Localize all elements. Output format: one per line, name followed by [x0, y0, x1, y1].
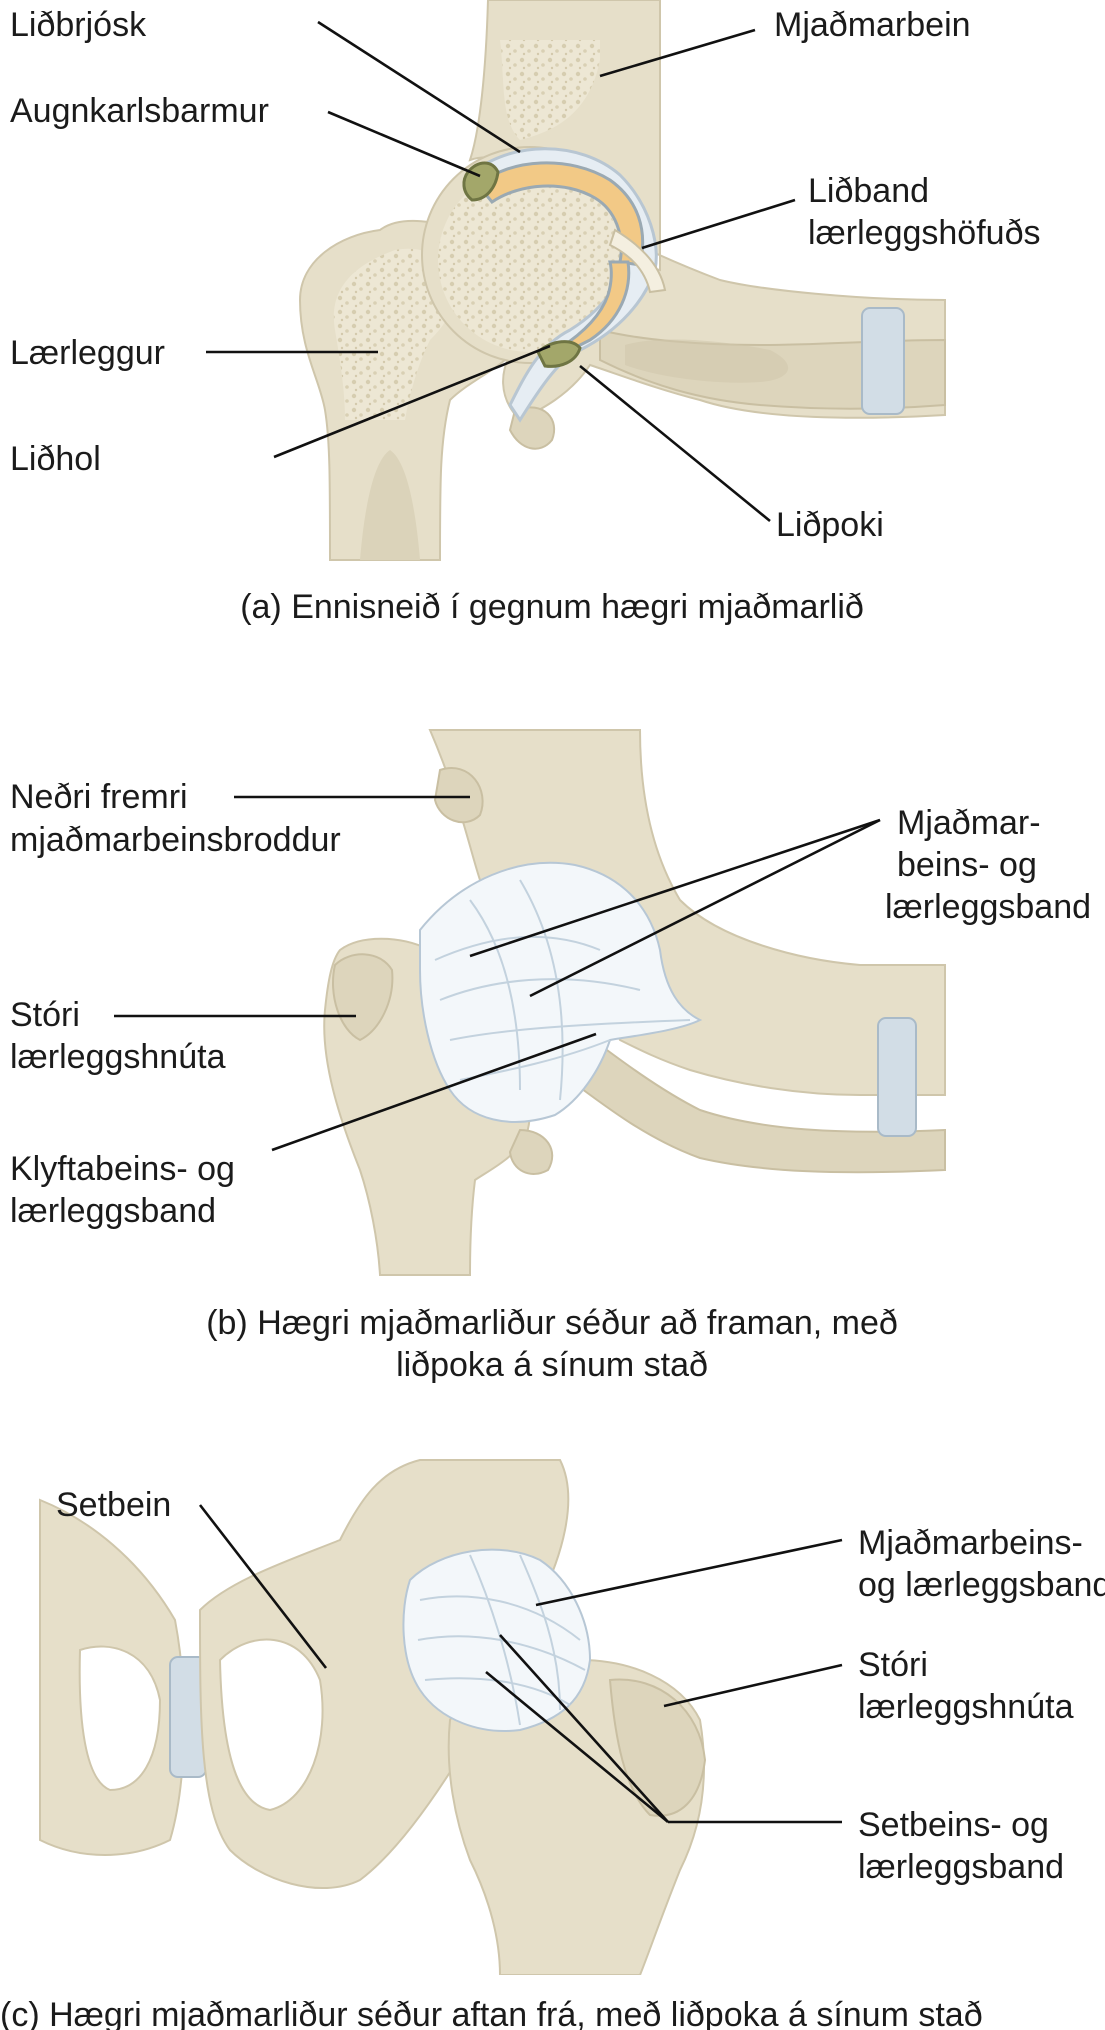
panel-b-labels: Neðri fremri mjaðmarbeinsbroddur Mjaðmar… — [10, 778, 1091, 1230]
caption-a: (a) Ennisneið í gegnum hægri mjaðmarlið — [240, 588, 864, 626]
leader-lidbrjosk — [317, 20, 521, 154]
right-foramen-c — [218, 1638, 324, 1812]
panel-a-leaders — [206, 20, 796, 523]
lig-fiber-b3 — [449, 1019, 691, 1041]
panel-b-illustration — [323, 729, 946, 1276]
label-laerleggur: Lærleggur — [10, 334, 165, 372]
label-nedri-line2: mjaðmarbeinsbroddur — [10, 821, 341, 859]
lesser-trochanter-b — [508, 1128, 554, 1175]
femoral-head-spongy — [438, 168, 622, 352]
label-stori-c-line1: Stóri — [858, 1646, 928, 1684]
label-stori-b-line2: lærleggshnúta — [10, 1038, 226, 1076]
aiis-bump — [433, 767, 484, 824]
lig-fiber-b6 — [519, 879, 564, 1101]
label-augnkarlsbarmur: Augnkarlsbarmur — [10, 92, 269, 130]
panel-c-illustration — [39, 1459, 707, 1975]
femur-spongy — [333, 248, 457, 420]
label-mjadmarbein: Mjaðmarbein — [774, 6, 971, 44]
label-setbeins-c-line2: lærleggsband — [858, 1848, 1064, 1886]
label-setbeins-c-line1: Setbeins- og — [858, 1806, 1049, 1844]
label-lidhol: Liðhol — [10, 440, 101, 478]
left-foramen-c — [78, 1645, 162, 1792]
lig-fiber-c5 — [519, 1554, 561, 1711]
pubic-symphysis — [861, 307, 905, 415]
greater-trochanter-b — [331, 953, 394, 1042]
label-lidband-line2: lærleggshöfuðs — [808, 214, 1040, 252]
pubic-ramus-b — [568, 1028, 946, 1174]
label-mjadmar-c-line1: Mjaðmarbeins- — [858, 1524, 1083, 1562]
lig-fiber-b1 — [434, 935, 601, 961]
leader-lidpoki — [579, 364, 771, 523]
label-lidpoki: Liðpoki — [776, 506, 884, 544]
leader-mjadmar-c — [535, 1538, 843, 1607]
leader-setbeins-c-1 — [499, 1634, 669, 1823]
panel-c-leaders — [198, 1504, 843, 1824]
leader-lidhol — [273, 344, 551, 459]
leader-setbein — [198, 1504, 328, 1669]
leader-mjadmar-b-2 — [529, 818, 881, 998]
obturator-opening — [625, 339, 789, 383]
leader-klyfta — [271, 1032, 597, 1152]
panel-b-leaders — [114, 795, 881, 1152]
label-klyfta-line2: lærleggsband — [10, 1192, 216, 1230]
label-lidbrjosk: Liðbrjósk — [10, 6, 147, 44]
leader-stori-c — [663, 1663, 843, 1708]
ligament-mass-b — [419, 861, 703, 1123]
panel-a-labels: Liðbrjósk Mjaðmarbein Augnkarlsbarmur Li… — [10, 6, 1040, 544]
lig-fiber-b2 — [439, 978, 641, 1001]
leader-lidband — [641, 198, 796, 250]
caption-b-line1: (b) Hægri mjaðmarliður séður að framan, … — [206, 1304, 898, 1342]
label-stori-c-line2: lærleggshnúta — [858, 1688, 1074, 1726]
lig-fiber-c4 — [469, 1554, 521, 1726]
label-setbein: Setbein — [56, 1486, 171, 1524]
label-nedri-line1: Neðri fremri — [10, 778, 188, 816]
leader-augnkarlsbarmur — [327, 110, 481, 178]
panel-c-labels: Setbein Mjaðmarbeins- og lærleggsband St… — [56, 1486, 1105, 1886]
label-stori-b-line1: Stóri — [10, 996, 80, 1034]
panel-a: Liðbrjósk Mjaðmarbein Augnkarlsbarmur Li… — [10, 0, 1040, 626]
leader-mjadmarbein — [599, 28, 756, 78]
lig-fiber-b5 — [469, 899, 521, 1091]
greater-trochanter-c — [608, 1678, 707, 1817]
caption-b-line2: liðpoka á sínum stað — [396, 1346, 708, 1384]
leader-setbeins-c-2 — [485, 1670, 669, 1824]
label-mjadmar-c-line2: og lærleggsband — [858, 1566, 1105, 1604]
medullary-canal — [360, 450, 420, 560]
panel-a-illustration — [298, 0, 946, 561]
label-mjadmar-b-line2: beins- og — [897, 846, 1037, 884]
panel-b: Neðri fremri mjaðmarbeinsbroddur Mjaðmar… — [10, 729, 1091, 1384]
panel-c: Setbein Mjaðmarbeins- og lærleggsband St… — [39, 1459, 1105, 1975]
head-ligament-shape — [608, 228, 667, 294]
pubic-symphysis-b — [877, 1017, 917, 1137]
caption-c: (c) Hægri mjaðmarliður séður aftan frá, … — [0, 1996, 983, 2030]
lig-fiber-c1 — [419, 1595, 581, 1641]
hip-bone-spongy — [500, 40, 600, 140]
leader-mjadmar-b-1 — [469, 818, 881, 958]
label-klyfta-line1: Klyftabeins- og — [10, 1150, 235, 1188]
label-mjadmar-b-line1: Mjaðmar- — [897, 804, 1041, 842]
label-lidband-line1: Liðband — [808, 172, 929, 210]
label-mjadmar-b-line3: lærleggsband — [885, 888, 1091, 926]
